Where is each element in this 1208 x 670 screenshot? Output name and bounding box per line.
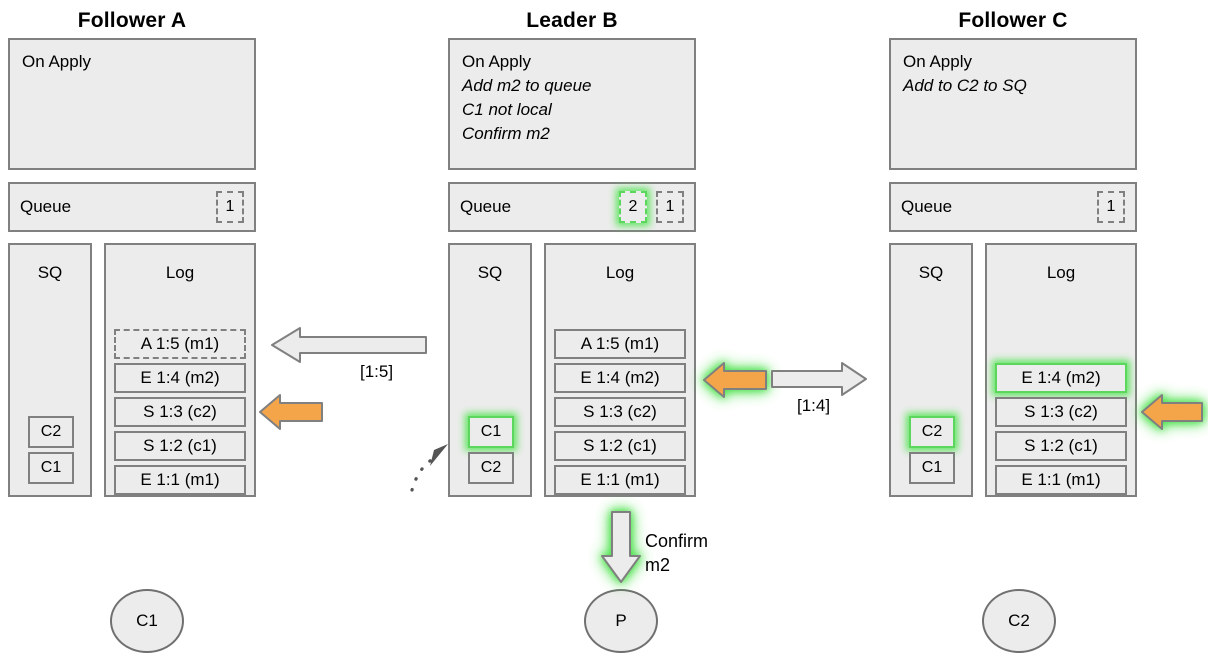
confirm-label-line1: Confirm	[645, 531, 709, 551]
on-apply-panel-follower-a: On Apply	[8, 38, 256, 170]
queue-slots: 2 1	[619, 191, 684, 223]
queue-slots: 1	[216, 191, 244, 223]
sq-item-c2: C2	[28, 416, 74, 448]
on-apply-panel-leader-b: On Apply Add m2 to queue C1 not local Co…	[448, 38, 696, 170]
node-circle-follower-a: C1	[110, 589, 184, 653]
replication-arrow-b-to-c	[771, 362, 867, 396]
log-panel-leader-b: Log A 1:5 (m1) E 1:4 (m2) S 1:3 (c2) S 1…	[544, 243, 696, 497]
queue-panel-leader-b: Queue 2 1	[448, 182, 696, 232]
queue-panel-follower-c: Queue 1	[889, 182, 1137, 232]
sq-panel-follower-c: SQ C2 C1	[889, 243, 973, 497]
sq-panel-leader-b: SQ C1 C2	[448, 243, 532, 497]
on-apply-header: On Apply	[462, 52, 531, 71]
node-circle-leader-b: P	[584, 589, 658, 653]
log-entry: S 1:2 (c1)	[995, 431, 1127, 461]
queue-label: Queue	[460, 197, 512, 216]
replication-arrow-label-b-to-c: [1:4]	[797, 396, 831, 415]
log-entry: E 1:1 (m1)	[554, 465, 686, 495]
on-apply-line: Add m2 to queue	[462, 76, 592, 95]
log-entry-highlighted: E 1:4 (m2)	[995, 363, 1127, 393]
sq-panel-follower-a: SQ C2 C1	[8, 243, 92, 497]
pointer-arrow-leader-b-highlighted	[703, 362, 767, 398]
node-circle-follower-c: C2	[982, 589, 1056, 653]
log-panel-follower-c: Log E 1:4 (m2) S 1:3 (c2) S 1:2 (c1) E 1…	[985, 243, 1137, 497]
log-entry: S 1:3 (c2)	[995, 397, 1127, 427]
log-title: Log	[1046, 263, 1076, 282]
sq-item-c2: C2	[468, 452, 514, 484]
log-panel-follower-a: Log A 1:5 (m1) E 1:4 (m2) S 1:3 (c2) S 1…	[104, 243, 256, 497]
queue-label: Queue	[901, 197, 953, 216]
log-title: Log	[605, 263, 635, 282]
queue-label: Queue	[20, 197, 72, 216]
column-title-follower-a: Follower A	[77, 9, 187, 32]
on-apply-line: Add to C2 to SQ	[903, 76, 1027, 95]
column-title-follower-c: Follower C	[958, 9, 1068, 32]
sq-title: SQ	[477, 263, 503, 282]
log-entry: A 1:5 (m1)	[554, 329, 686, 359]
replication-arrow-b-to-a	[271, 327, 427, 363]
queue-slot: 1	[216, 191, 244, 223]
log-entry: S 1:3 (c2)	[114, 397, 246, 427]
log-entry: E 1:4 (m2)	[114, 363, 246, 393]
queue-slot: 1	[656, 191, 684, 223]
log-title: Log	[165, 263, 195, 282]
log-entry: S 1:2 (c1)	[554, 431, 686, 461]
on-apply-header: On Apply	[22, 52, 91, 71]
sq-item-c1: C1	[909, 452, 955, 484]
on-apply-line: Confirm m2	[462, 124, 550, 143]
sq-item-c1: C1	[28, 452, 74, 484]
sq-item-c1-highlighted: C1	[468, 416, 514, 448]
on-apply-line: C1 not local	[462, 100, 552, 119]
queue-slots: 1	[1097, 191, 1125, 223]
on-apply-panel-follower-c: On Apply Add to C2 to SQ	[889, 38, 1137, 170]
column-title-leader-b: Leader B	[526, 9, 618, 32]
confirm-label: Confirm m2	[645, 529, 775, 577]
queue-slot-highlighted: 2	[619, 191, 647, 223]
log-entry: E 1:4 (m2)	[554, 363, 686, 393]
log-entry: E 1:1 (m1)	[995, 465, 1127, 495]
queue-panel-follower-a: Queue 1	[8, 182, 256, 232]
on-apply-header: On Apply	[903, 52, 972, 71]
queue-slot: 1	[1097, 191, 1125, 223]
log-entry: A 1:5 (m1)	[114, 329, 246, 359]
sq-title: SQ	[37, 263, 63, 282]
confirm-label-line2: m2	[645, 555, 671, 575]
pointer-arrow-follower-c-highlighted	[1141, 394, 1203, 430]
pointer-arrow-follower-a	[259, 394, 323, 430]
dotted-pointer-arrow-leader-b-sq	[410, 444, 448, 492]
log-entry: E 1:1 (m1)	[114, 465, 246, 495]
replication-arrow-label-b-to-a: [1:5]	[360, 362, 394, 381]
log-entry: S 1:3 (c2)	[554, 397, 686, 427]
sq-item-c2-highlighted: C2	[909, 416, 955, 448]
sq-title: SQ	[918, 263, 944, 282]
confirm-down-arrow	[601, 511, 641, 583]
log-entry: S 1:2 (c1)	[114, 431, 246, 461]
